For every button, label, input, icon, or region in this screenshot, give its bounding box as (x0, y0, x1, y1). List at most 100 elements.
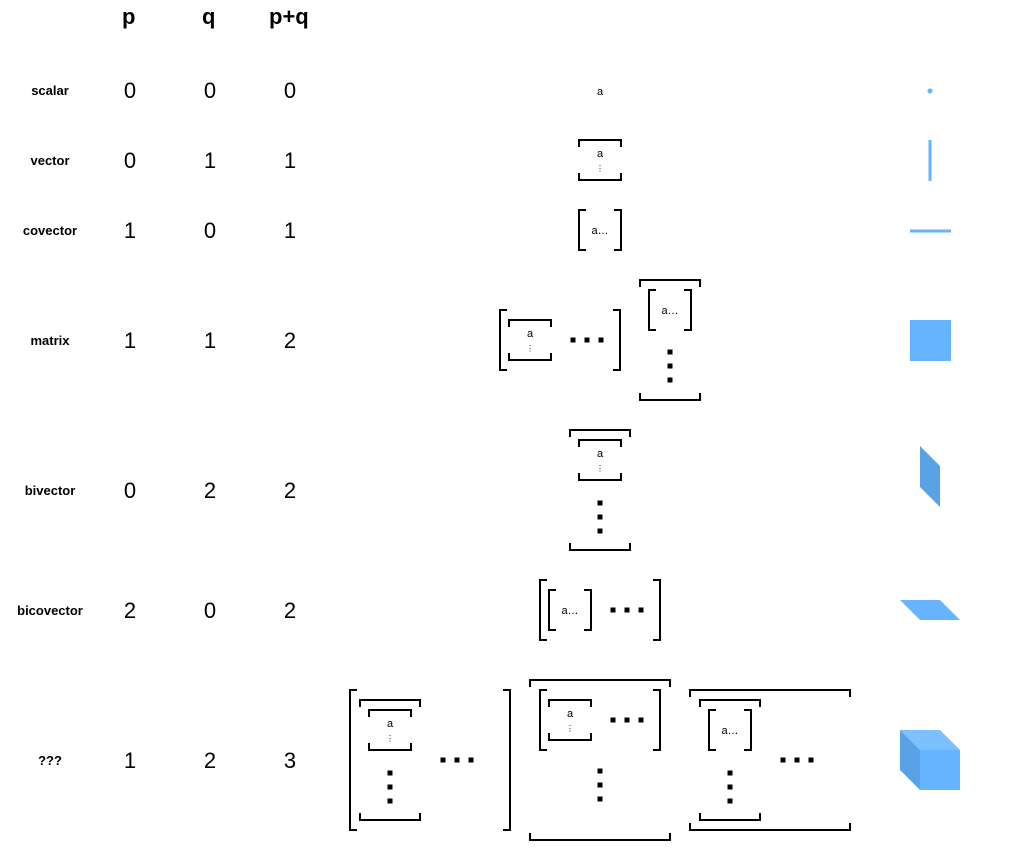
bicovector-q: 0 (203, 598, 217, 623)
bicovector-p: 2 (123, 598, 137, 623)
bivector-vdots (597, 500, 603, 506)
element-label: a (527, 328, 534, 340)
vector-q: 1 (203, 148, 217, 173)
vdots-label: ⋮ (386, 734, 394, 743)
header-q: q (202, 4, 216, 29)
row-label-unknown: ??? (38, 753, 62, 768)
row-element-label: a… (661, 305, 678, 317)
scalar-pq: 0 (283, 78, 297, 103)
unknown-pq: 3 (283, 748, 297, 773)
bivector-inner-bracket (578, 439, 622, 481)
unknown-3-hdots (808, 757, 814, 763)
bivector-vdots (597, 528, 603, 534)
unknown-1-outer-bracket (349, 689, 511, 831)
matrix-alt-vdots (667, 349, 673, 355)
row-label-matrix: matrix (30, 333, 70, 348)
matrix-alt-outer-bracket (639, 279, 701, 401)
covector-q: 0 (203, 218, 217, 243)
matrix-hdots (598, 337, 604, 343)
unknown-2-hdots (638, 717, 644, 723)
row-label-bicovector: bicovector (17, 603, 83, 618)
scalar-q: 0 (203, 78, 217, 103)
unknown-2-hdots (610, 717, 616, 723)
unknown-3-mid-bracket (699, 699, 761, 821)
element-label: a (387, 718, 394, 730)
vdots-label: ⋮ (596, 464, 604, 473)
vdots-label: ⋮ (596, 164, 604, 173)
scalar-p: 0 (123, 78, 137, 103)
unknown-3-vdots (727, 784, 733, 790)
bivector-outer-bracket (569, 429, 631, 551)
row-element-label: a… (721, 725, 738, 737)
bicovector-inner-bracket (548, 589, 592, 631)
unknown-3-hdots (794, 757, 800, 763)
vector-bracket (578, 139, 622, 181)
unknown-2-hdots (624, 717, 630, 723)
vdots-label: ⋮ (526, 344, 534, 353)
bicovector-hdots (624, 607, 630, 613)
bicovector-outer-bracket (539, 579, 661, 641)
covector-p: 1 (123, 218, 137, 243)
bicovector-hdots (638, 607, 644, 613)
matrix-p: 1 (123, 328, 137, 353)
unknown-1-vdots (387, 784, 393, 790)
scalar-point-icon (927, 88, 933, 94)
unknown-3-vdots (727, 798, 733, 804)
row-label-bivector: bivector (24, 483, 76, 498)
unknown-2-mid-bracket (539, 689, 661, 751)
element-label: a (597, 148, 604, 160)
row-element-label: a… (561, 605, 578, 617)
unknown-2-inner-bracket (548, 699, 592, 741)
covector-pq: 1 (283, 218, 297, 243)
cube-icon (900, 730, 960, 790)
unknown-1-vdots (387, 770, 393, 776)
unknown-1-inner-bracket (368, 709, 412, 751)
matrix-q: 1 (203, 328, 217, 353)
unknown-2-vdots (597, 782, 603, 788)
matrix-alt-inner-bracket (648, 289, 692, 331)
unknown-1-mid-bracket (359, 699, 421, 821)
unknown-2-vdots (597, 796, 603, 802)
vector-p: 0 (123, 148, 137, 173)
unknown-3-inner-bracket (708, 709, 752, 751)
unknown-3-vdots (727, 770, 733, 776)
unknown-1-vdots (387, 798, 393, 804)
row-label-covector: covector (22, 223, 78, 238)
header-p: p (122, 4, 136, 29)
scalar-element: a (597, 86, 604, 98)
unknown-1-hdots (454, 757, 460, 763)
matrix-hdots (584, 337, 590, 343)
unknown-2-vdots (597, 768, 603, 774)
unknown-q: 2 (203, 748, 217, 773)
bivector-plane-icon (920, 446, 940, 507)
unknown-3-outer-bracket (689, 689, 851, 831)
vector-pq: 1 (283, 148, 297, 173)
unknown-3-hdots (780, 757, 786, 763)
unknown-p: 1 (123, 748, 137, 773)
element-label: a (567, 708, 574, 720)
header-p-plus-q: p+q (269, 4, 309, 29)
bicovector-plane-icon (900, 600, 960, 620)
element-label: a (597, 448, 604, 460)
bivector-q: 2 (203, 478, 217, 503)
bicovector-pq: 2 (283, 598, 297, 623)
bicovector-hdots (610, 607, 616, 613)
row-label-scalar: scalar (31, 83, 69, 98)
bivector-p: 0 (123, 478, 137, 503)
matrix-inner-bracket (508, 319, 552, 361)
covector-bracket (578, 209, 622, 251)
matrix-alt-vdots (667, 363, 673, 369)
vdots-label: ⋮ (566, 724, 574, 733)
matrix-alt-vdots (667, 377, 673, 383)
unknown-1-hdots (468, 757, 474, 763)
unknown-1-hdots (440, 757, 446, 763)
bivector-vdots (597, 514, 603, 520)
matrix-pq: 2 (283, 328, 297, 353)
unknown-2-outer-bracket (529, 679, 671, 841)
matrix-outer-bracket (499, 309, 621, 371)
bivector-pq: 2 (283, 478, 297, 503)
matrix-square-icon (910, 320, 951, 361)
row-element-label: a… (591, 225, 608, 237)
